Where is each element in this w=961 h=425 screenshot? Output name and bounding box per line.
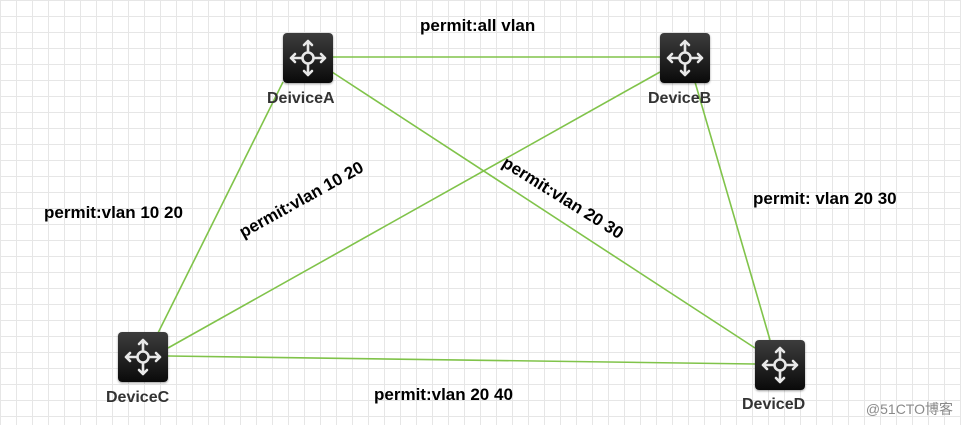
link-b-c	[167, 71, 661, 349]
device-b-label: DeviceB	[648, 90, 712, 107]
link-a-b-label: permit:all vlan	[420, 16, 536, 35]
device-c-label: DeviceC	[106, 389, 170, 406]
link-b-d	[694, 81, 771, 341]
watermark: @51CTO博客	[865, 401, 953, 417]
device-d-label: DeviceD	[742, 396, 806, 413]
device-c-switch-icon[interactable]	[118, 332, 168, 382]
link-a-d	[331, 71, 756, 349]
link-a-c	[156, 81, 284, 336]
device-a-label: DeiviceA	[267, 90, 335, 107]
device-d-switch-icon[interactable]	[755, 340, 805, 390]
link-c-d-label: permit:vlan 20 40	[374, 385, 513, 404]
device-b-switch-icon[interactable]	[660, 33, 710, 83]
link-b-d-label: permit: vlan 20 30	[753, 189, 897, 208]
link-a-c-label: permit:vlan 10 20	[44, 203, 183, 222]
link-c-d	[167, 355, 756, 365]
device-a-switch-icon[interactable]	[283, 33, 333, 83]
